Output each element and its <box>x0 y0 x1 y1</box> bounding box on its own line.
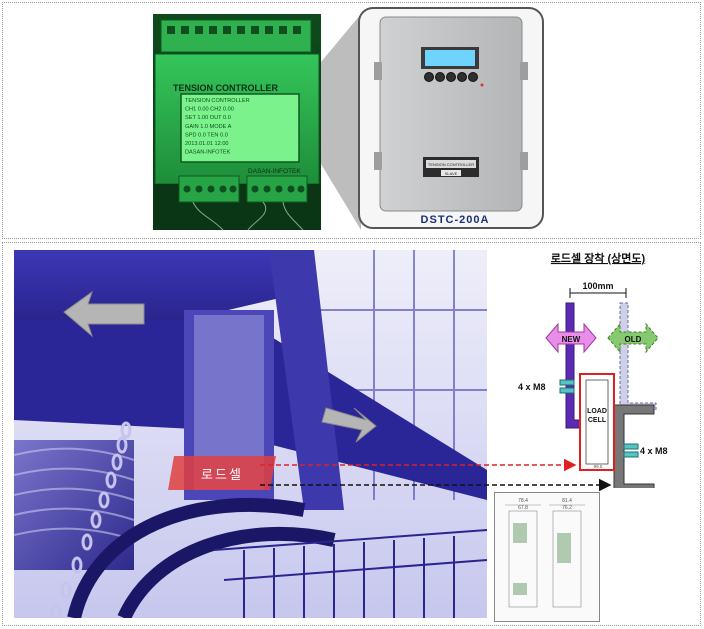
drawing-dim-left-2: 67.8 <box>518 505 528 511</box>
old-label: OLD <box>625 335 642 344</box>
lcd-line: TENSION CONTROLLER <box>185 98 250 104</box>
direction-arrow-left <box>63 290 145 338</box>
model-label: DSTC-200A <box>421 214 490 226</box>
install-diagram: 로드셀 장착 (상면도) 100mm LOAD CELL 99.5 4 x M8… <box>488 248 694 495</box>
controller-photo: TENSION CONTROLLER DASAN-INFOTEK TENSION… <box>153 14 321 231</box>
lcd-line: CH1 0.00 CH2 0.00 <box>185 107 234 113</box>
lcd-line: SPD 0.0 TEN 0.0 <box>185 132 228 138</box>
lcd-line: SET 1.00 OUT 0.0 <box>185 115 231 121</box>
drawing-dim-right-1: 81.4 <box>562 498 572 504</box>
lcd-line: 2013.01.01 12:00 <box>185 141 229 147</box>
new-label: NEW <box>562 335 581 344</box>
lcd-line: DASAN-INFOTEK <box>185 150 231 156</box>
drawing-dim-left-1: 78.4 <box>518 498 528 504</box>
slave-tag: SLAVE <box>445 171 458 176</box>
old-arrow: OLD <box>607 322 659 354</box>
controller-brand: DASAN-INFOTEK <box>248 168 301 175</box>
technical-drawing: 78.4 67.8 81.4 76.2 <box>494 492 600 622</box>
diagram-title: 로드셀 장착 (상면도) <box>551 251 646 265</box>
dimension-label: 100mm <box>582 281 613 291</box>
load-cell-label: 로드셀 <box>201 467 243 482</box>
dashed-arrows <box>260 458 612 492</box>
load-cell-label-2: CELL <box>588 417 607 424</box>
lcd-line: GAIN 1.0 MODE A <box>185 124 232 130</box>
load-cell-dim: 99.5 <box>594 464 603 469</box>
nameplate-text: TENSION CONTROLLER <box>428 162 474 167</box>
new-arrow: NEW <box>545 322 597 354</box>
direction-arrow-right <box>321 407 377 443</box>
cabinet-photo: TENSION CONTROLLER SLAVE DSTC-200A <box>358 7 544 229</box>
load-cell-label-1: LOAD <box>587 408 607 415</box>
controller-title: TENSION CONTROLLER <box>173 83 278 93</box>
site-photo: 로드셀 <box>13 250 488 621</box>
bolt-label-right: 4 x M8 <box>640 446 668 456</box>
load-cell-tag: 로드셀 <box>168 456 276 490</box>
connector-shape <box>321 14 361 230</box>
drawing-dim-right-2: 76.2 <box>562 505 572 511</box>
bolt-label-left: 4 x M8 <box>518 382 546 392</box>
